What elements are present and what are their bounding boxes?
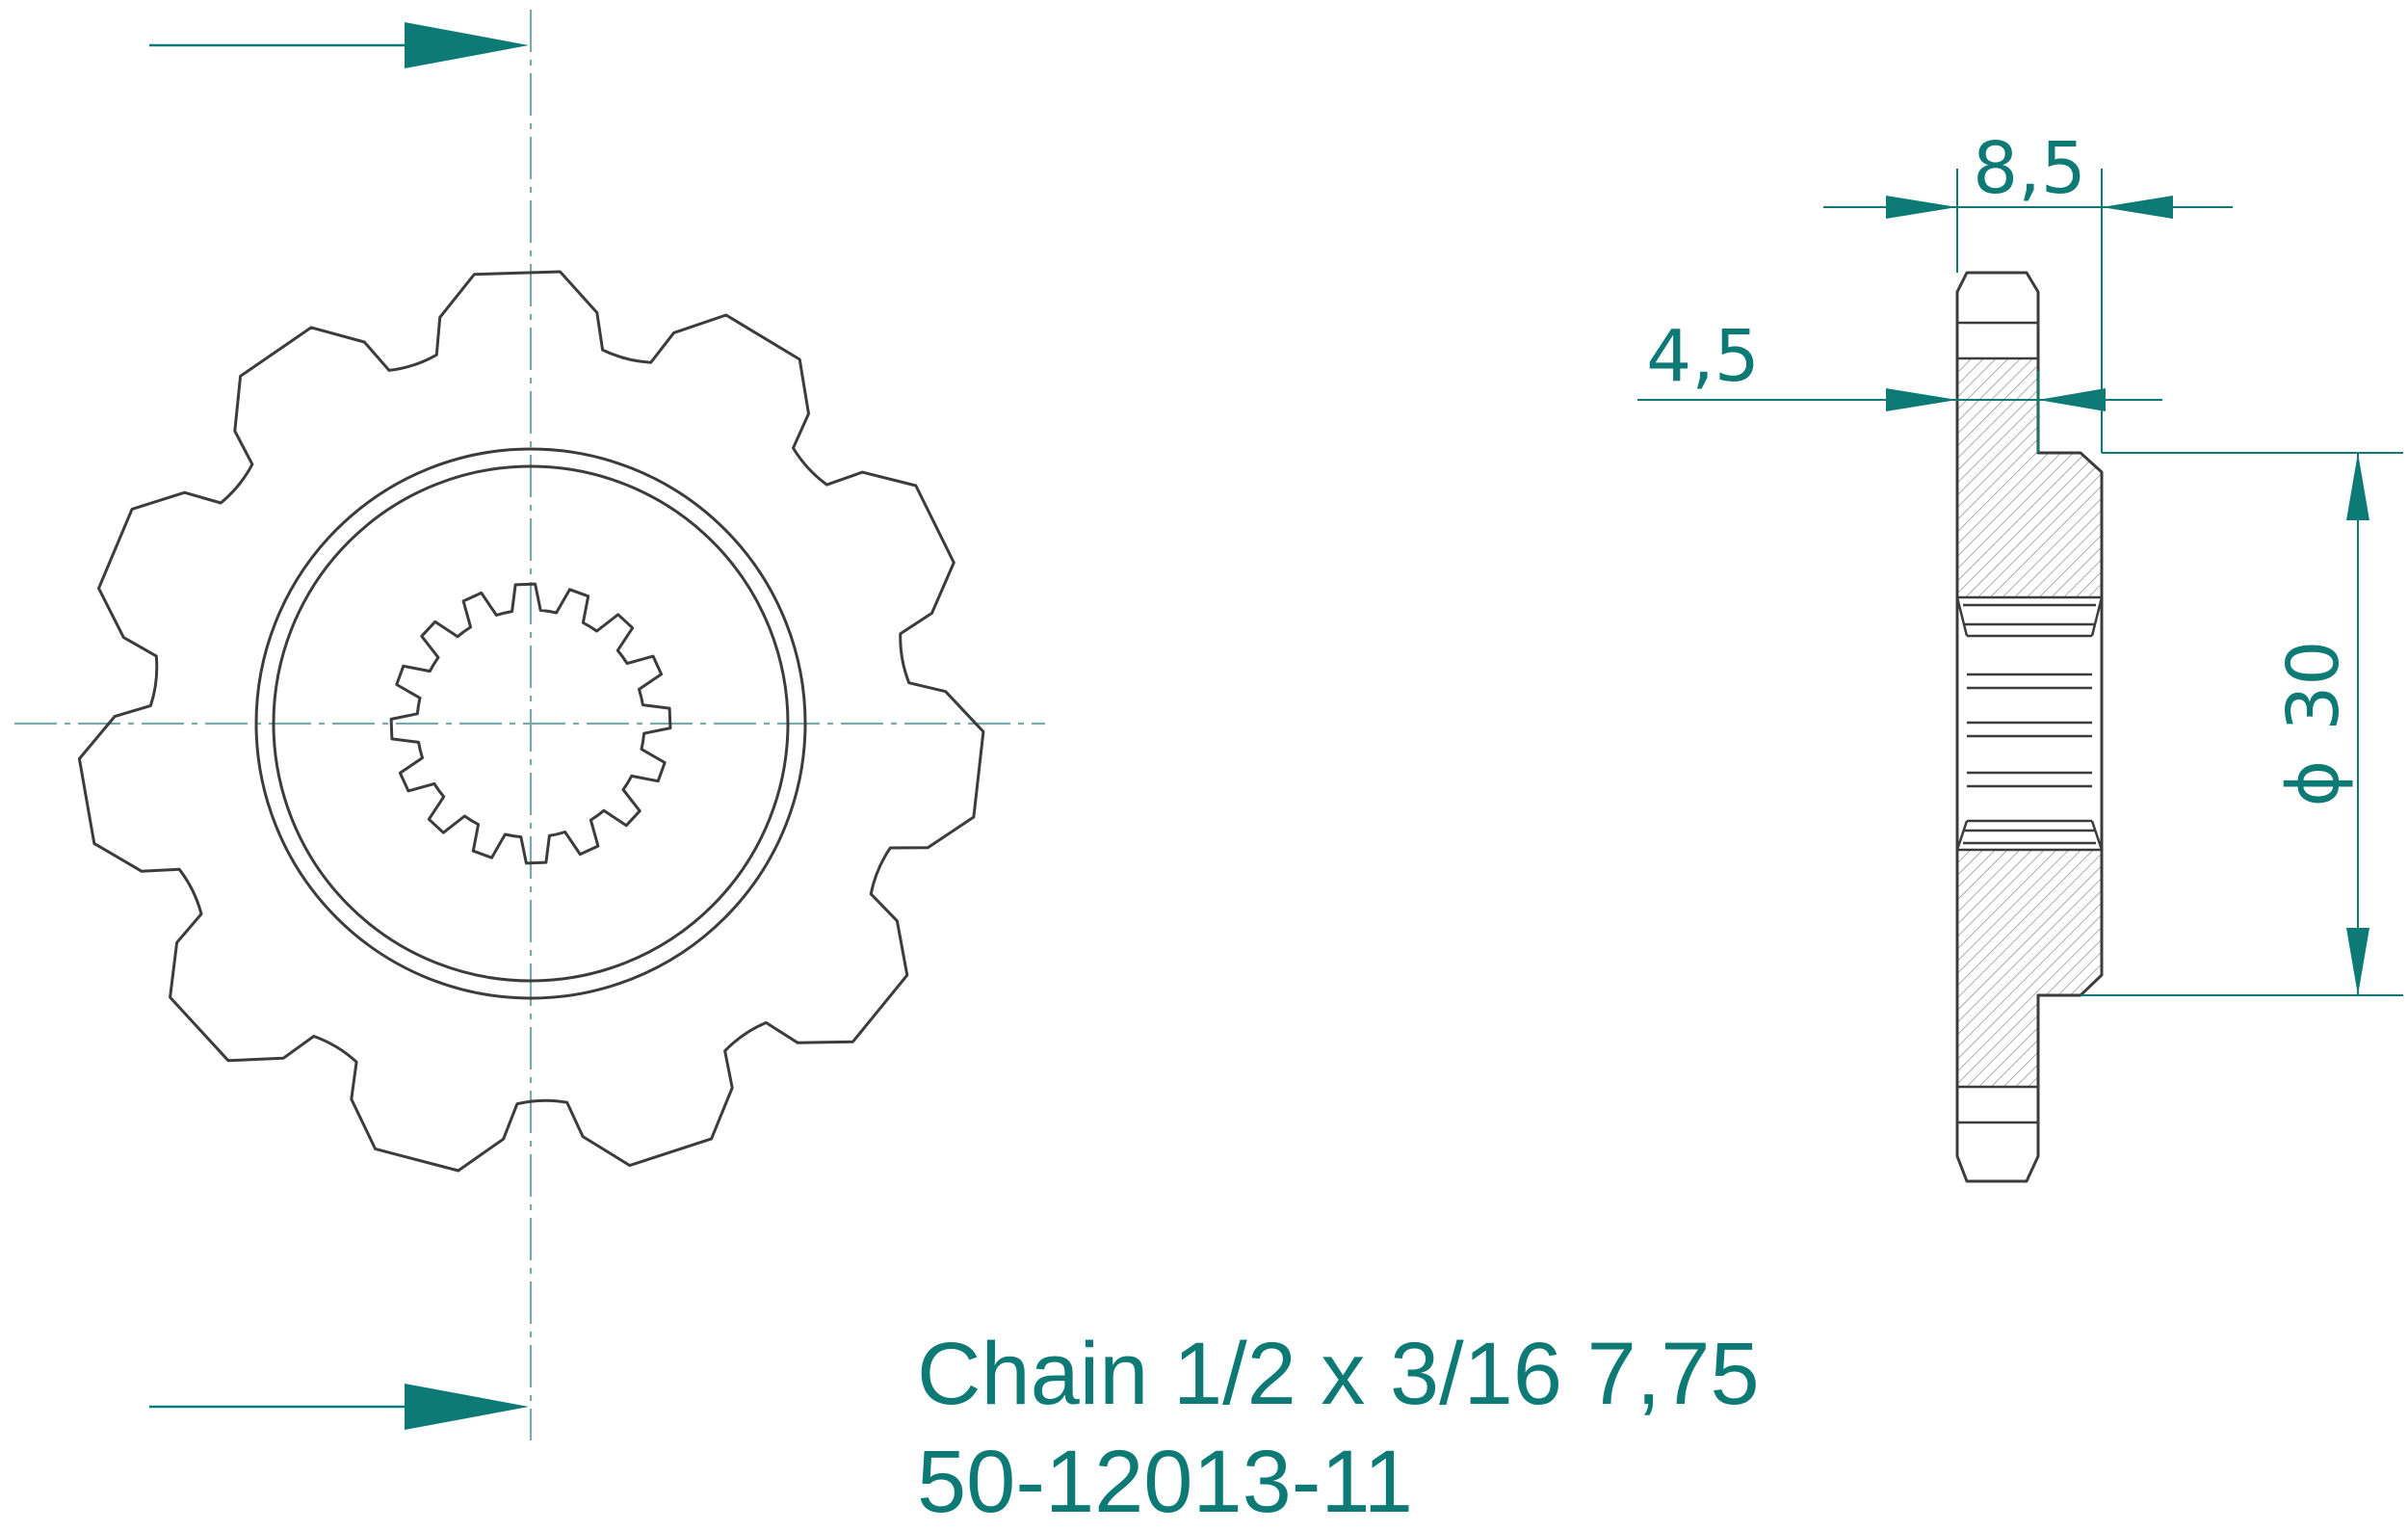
chain-spec-caption: Chain 1/2 x 3/16 7,75 <box>917 1325 1760 1423</box>
hub-inner-circle <box>272 464 790 983</box>
spline-bore-outline <box>389 582 672 865</box>
lower-section-hatch <box>1957 850 2102 1087</box>
section-arrow-bottom-head <box>405 1384 529 1430</box>
part-number-caption: 50-12013-11 <box>917 1433 1413 1531</box>
dimension-width-total: 8,5 <box>1823 127 2233 453</box>
spline-grooves <box>1955 595 2104 852</box>
dimension-bore-diameter: ϕ30 <box>2081 452 2403 996</box>
dimension-hub-offset: 4,5 <box>1637 315 2162 453</box>
hub-outer-circle <box>254 447 807 1000</box>
side-view: 8,5 4,5 ϕ30 <box>1637 127 2403 1183</box>
hub-offset-label: 4,5 <box>1646 315 1760 398</box>
width-total-label: 8,5 <box>1973 127 2086 210</box>
front-view <box>14 10 1045 1440</box>
section-arrow-top-head <box>405 22 529 68</box>
upper-section-hatch <box>1957 358 2102 597</box>
sprocket-tooth-outline <box>77 270 985 1173</box>
bore-diameter-label: ϕ30 <box>2272 641 2355 807</box>
